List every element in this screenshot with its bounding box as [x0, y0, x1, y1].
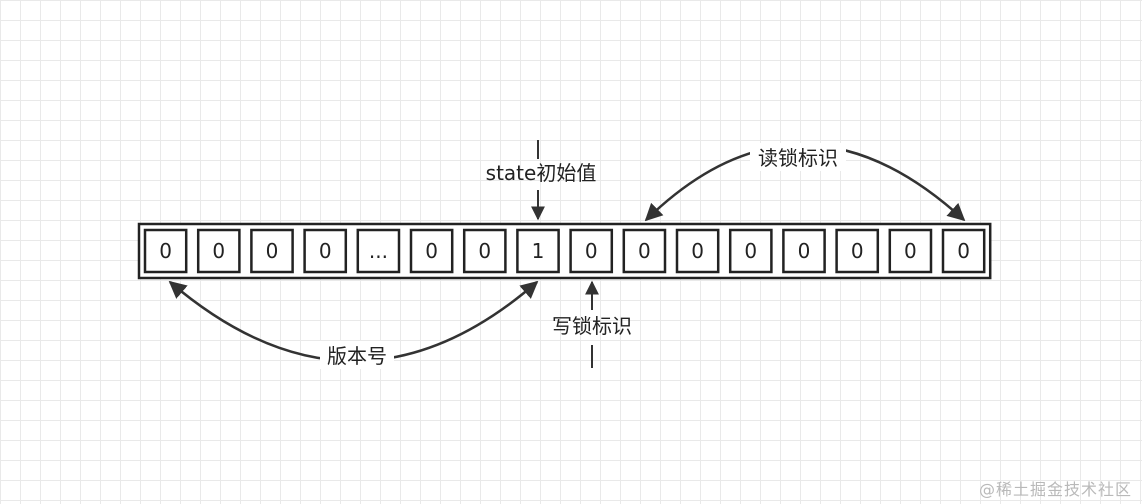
register-cell-value: ...	[369, 239, 388, 263]
register-cell	[835, 228, 880, 274]
register-cell-value: 0	[798, 239, 811, 263]
write-lock-label: 写锁标识	[552, 314, 632, 338]
register-cell	[462, 228, 507, 274]
register-cell-value: 0	[159, 239, 172, 263]
register-cell	[622, 228, 667, 274]
watermark-text: @稀土掘金技术社区	[978, 480, 1132, 499]
register-cell	[409, 228, 454, 274]
register-cell	[143, 228, 188, 274]
register-cell	[782, 228, 826, 274]
version-label-bg	[320, 341, 394, 369]
register-cell	[303, 228, 348, 274]
register-cell	[888, 228, 933, 274]
register-cell-value: 0	[212, 239, 225, 263]
state-initial-label: state初始值	[486, 161, 597, 185]
register-cell	[675, 228, 720, 274]
register-cell-value: 0	[957, 239, 970, 263]
register-cell	[516, 228, 560, 274]
read-lock-label: 读锁标识	[758, 146, 838, 170]
register-cell-value: 0	[319, 239, 332, 263]
read-lock-label-bg	[750, 143, 846, 171]
register-cell-value: 0	[266, 239, 279, 263]
register-cell	[569, 228, 614, 274]
register-cell-value: 0	[478, 239, 491, 263]
register-cell	[196, 228, 241, 274]
register-cell-value: 0	[851, 239, 864, 263]
register-cell-value: 0	[585, 239, 598, 263]
register-cell-value: 0	[425, 239, 438, 263]
register-cell-value: 1	[532, 239, 545, 263]
register-bit-cells: 0 0 0 0... 0 0 1 0 0 0 0 0 0 0 0	[137, 222, 992, 280]
version-label: 版本号	[327, 344, 387, 368]
register-cell	[941, 228, 986, 274]
register-cell-value: 0	[744, 239, 757, 263]
register-cell-value: 0	[638, 239, 651, 263]
register-cell	[250, 228, 294, 274]
register-cell	[728, 228, 773, 274]
register-cell-value: 0	[691, 239, 704, 263]
register-cell	[356, 228, 401, 274]
register-cell-value: 0	[904, 239, 917, 263]
